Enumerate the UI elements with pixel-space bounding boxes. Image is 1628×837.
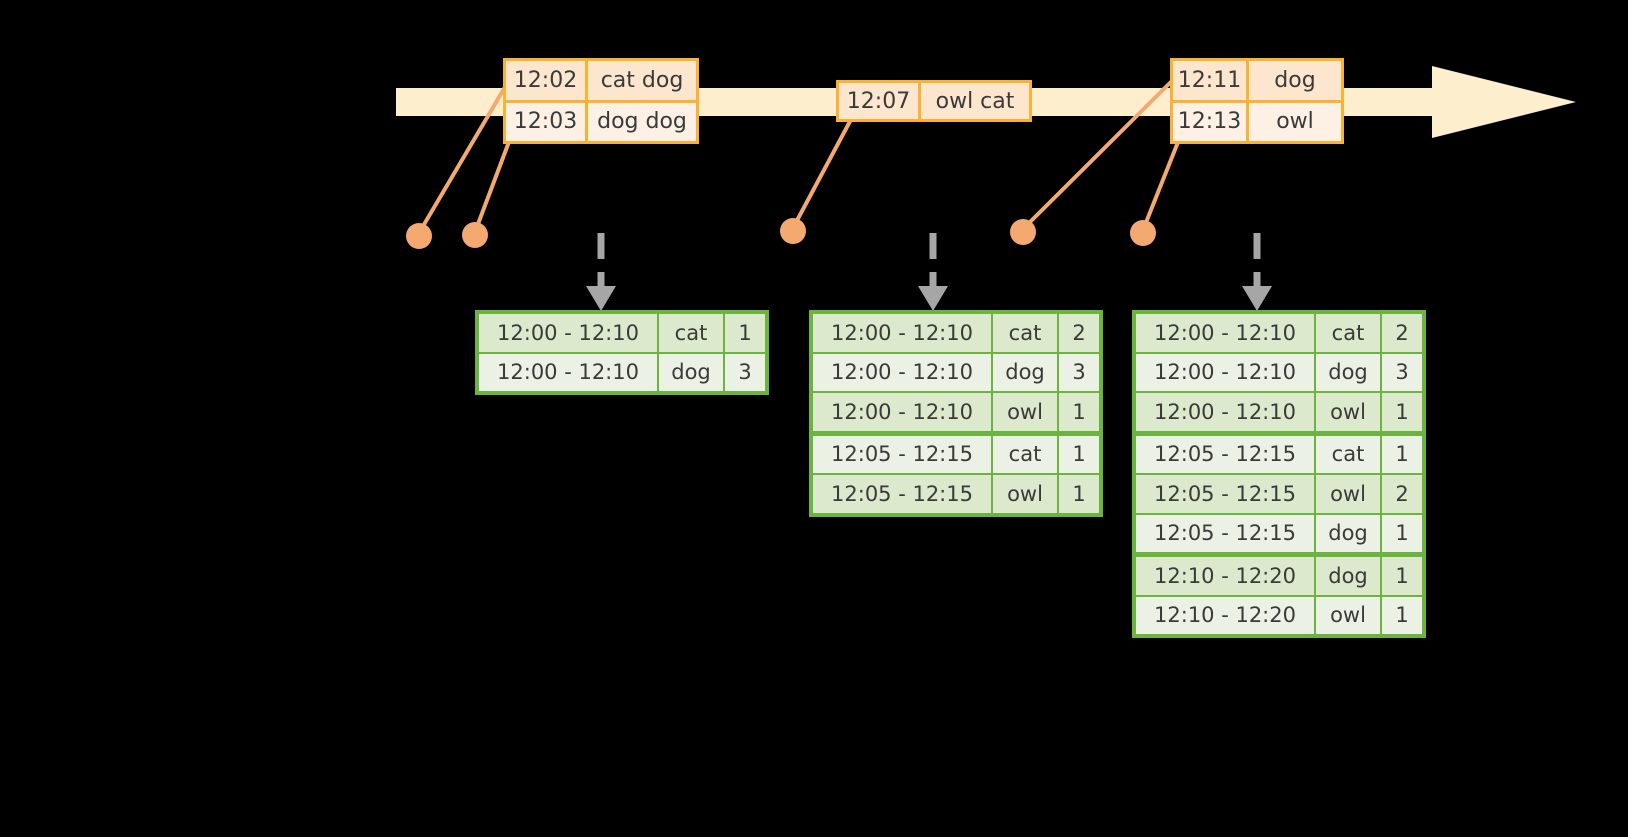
cell-count: 3 — [1382, 353, 1422, 391]
emit-arrows — [586, 233, 1272, 311]
table-row[interactable]: 12:05 - 12:15 owl 2 — [1136, 475, 1422, 513]
event-words: owl cat — [935, 88, 1015, 114]
cell-word: owl — [993, 475, 1057, 513]
cell-window: 12:05 - 12:15 — [1136, 514, 1314, 552]
event-time: 12:07 — [839, 83, 921, 119]
cell-window: 12:10 - 12:20 — [1136, 596, 1314, 634]
connector-dot-4 — [1010, 219, 1036, 245]
cell-word: dog — [1316, 557, 1380, 595]
event-row[interactable]: 12:07 owl cat — [839, 83, 1029, 119]
table-row[interactable]: 12:05 - 12:15 cat 1 — [813, 435, 1099, 473]
table-row[interactable]: 12:00 - 12:10 dog 3 — [479, 353, 765, 391]
table-row[interactable]: 12:00 - 12:10 dog 3 — [1136, 353, 1422, 391]
cell-count: 1 — [1382, 435, 1422, 473]
connector-dot-5 — [1130, 220, 1156, 246]
cell-word: owl — [993, 393, 1057, 431]
cell-count: 3 — [725, 353, 765, 391]
table-row[interactable]: 12:05 - 12:15 dog 1 — [1136, 514, 1422, 552]
cell-count: 1 — [1382, 557, 1422, 595]
result-table-3[interactable]: 12:00 - 12:10 cat 2 12:00 - 12:10 dog 3 … — [1132, 310, 1426, 638]
cell-word: dog — [993, 353, 1057, 391]
event-time: 12:13 — [1173, 102, 1249, 141]
event-words: cat dog — [600, 67, 684, 93]
event-row[interactable]: 12:13 owl — [1173, 99, 1341, 141]
table-row[interactable]: 12:00 - 12:10 owl 1 — [1136, 393, 1422, 431]
cell-word: dog — [1316, 353, 1380, 391]
event-group-2[interactable]: 12:07 owl cat — [836, 80, 1032, 122]
cell-window: 12:00 - 12:10 — [1136, 393, 1314, 431]
cell-count: 3 — [1059, 353, 1099, 391]
table-row[interactable]: 12:00 - 12:10 dog 3 — [813, 353, 1099, 391]
connector-line-4 — [1021, 61, 1192, 231]
table-row[interactable]: 12:05 - 12:15 owl 1 — [813, 475, 1099, 513]
event-time: 12:02 — [506, 61, 588, 100]
table-row[interactable]: 12:00 - 12:10 cat 2 — [1136, 314, 1422, 352]
cell-count: 2 — [1059, 314, 1099, 352]
table-row[interactable]: 12:00 - 12:10 cat 1 — [479, 314, 765, 352]
cell-word: owl — [1316, 393, 1380, 431]
emit-arrow-3 — [1242, 233, 1272, 311]
cell-count: 1 — [1382, 596, 1422, 634]
cell-count: 2 — [1382, 314, 1422, 352]
table-row[interactable]: 12:05 - 12:15 cat 1 — [1136, 435, 1422, 473]
cell-window: 12:00 - 12:10 — [479, 314, 657, 352]
cell-window: 12:00 - 12:10 — [813, 393, 991, 431]
event-group-1[interactable]: 12:02 cat dog 12:03 dog dog — [503, 58, 699, 144]
connector-dot-2 — [462, 222, 488, 248]
event-row[interactable]: 12:11 dog — [1173, 61, 1341, 100]
result-table-1[interactable]: 12:00 - 12:10 cat 1 12:00 - 12:10 dog 3 — [475, 310, 769, 395]
cell-window: 12:05 - 12:15 — [813, 475, 991, 513]
cell-count: 1 — [725, 314, 765, 352]
cell-word: cat — [993, 314, 1057, 352]
cell-count: 1 — [1382, 393, 1422, 431]
cell-count: 1 — [1382, 514, 1422, 552]
cell-window: 12:00 - 12:10 — [1136, 353, 1314, 391]
cell-window: 12:05 - 12:15 — [1136, 435, 1314, 473]
cell-count: 1 — [1059, 475, 1099, 513]
emit-arrow-1 — [586, 233, 616, 311]
cell-word: dog — [659, 353, 723, 391]
cell-word: cat — [659, 314, 723, 352]
cell-word: owl — [1316, 475, 1380, 513]
cell-window: 12:00 - 12:10 — [813, 353, 991, 391]
connector-dot-3 — [780, 218, 806, 244]
cell-window: 12:00 - 12:10 — [813, 314, 991, 352]
cell-word: cat — [1316, 435, 1380, 473]
cell-word: cat — [993, 435, 1057, 473]
cell-word: cat — [1316, 314, 1380, 352]
cell-window: 12:00 - 12:10 — [1136, 314, 1314, 352]
cell-window: 12:05 - 12:15 — [1136, 475, 1314, 513]
event-words: owl — [1276, 109, 1314, 135]
cell-word: dog — [1316, 514, 1380, 552]
cell-count: 1 — [1059, 393, 1099, 431]
event-words: dog — [1274, 67, 1316, 93]
event-time: 12:11 — [1173, 61, 1249, 100]
event-row[interactable]: 12:02 cat dog — [506, 61, 696, 100]
table-row[interactable]: 12:10 - 12:20 dog 1 — [1136, 557, 1422, 595]
result-table-2[interactable]: 12:00 - 12:10 cat 2 12:00 - 12:10 dog 3 … — [809, 310, 1103, 517]
table-row[interactable]: 12:10 - 12:20 owl 1 — [1136, 596, 1422, 634]
cell-window: 12:00 - 12:10 — [479, 353, 657, 391]
connector-dot-1 — [406, 223, 432, 249]
cell-window: 12:05 - 12:15 — [813, 435, 991, 473]
cell-window: 12:10 - 12:20 — [1136, 557, 1314, 595]
table-row[interactable]: 12:00 - 12:10 owl 1 — [813, 393, 1099, 431]
cell-count: 1 — [1059, 435, 1099, 473]
event-time: 12:03 — [506, 102, 588, 141]
cell-count: 2 — [1382, 475, 1422, 513]
event-row[interactable]: 12:03 dog dog — [506, 99, 696, 141]
emit-arrow-2 — [918, 233, 948, 311]
event-group-3[interactable]: 12:11 dog 12:13 owl — [1170, 58, 1344, 144]
table-row[interactable]: 12:00 - 12:10 cat 2 — [813, 314, 1099, 352]
cell-word: owl — [1316, 596, 1380, 634]
event-words: dog dog — [597, 109, 687, 135]
connector-line-3 — [791, 110, 857, 230]
